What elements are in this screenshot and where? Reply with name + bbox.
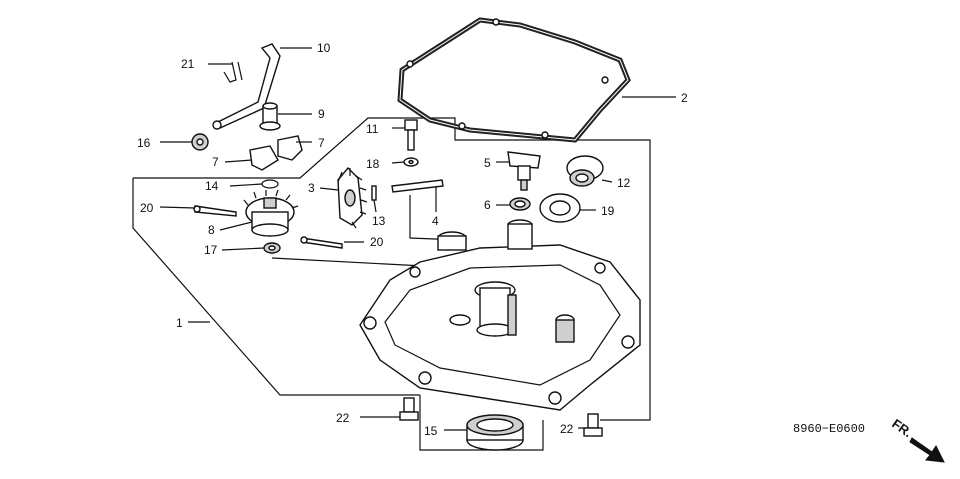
- callout-7a: 7: [318, 136, 325, 150]
- callout-18: 18: [366, 157, 380, 171]
- o-ring-part-14: [261, 179, 279, 189]
- bolt-part-11: [404, 119, 418, 151]
- gear-part-3: [337, 166, 368, 229]
- bolt-part-22a: [399, 397, 419, 421]
- callout-14: 14: [205, 179, 219, 193]
- clip-part-21: [223, 61, 243, 83]
- callout-16: 16: [137, 136, 151, 150]
- washer-part-17: [263, 242, 281, 254]
- gasket-part-2: [397, 17, 631, 143]
- callout-11: 11: [366, 122, 379, 136]
- callout-9: 9: [318, 107, 325, 121]
- callout-5: 5: [484, 156, 491, 170]
- cotter-pin-part-20a: [193, 205, 237, 217]
- bolt-part-22b: [583, 413, 603, 437]
- callout-8: 8: [208, 223, 215, 237]
- front-marker-label: FR.: [889, 416, 915, 440]
- crankcase-cover-part-1: [359, 219, 641, 411]
- callout-20b: 20: [370, 235, 384, 249]
- callout-12: 12: [617, 176, 631, 190]
- washer-part-18: [403, 157, 419, 167]
- callout-22b: 22: [560, 422, 574, 436]
- diagram-code: 8960−E0600: [793, 422, 865, 436]
- seal-part-19: [539, 193, 581, 223]
- group-bracket-lines: [132, 117, 651, 451]
- leader-lines: [159, 47, 676, 431]
- cotter-pin-part-20b: [300, 236, 343, 249]
- callout-7b: 7: [212, 155, 219, 169]
- cap-part-9: [259, 102, 281, 131]
- washer-part-16: [191, 133, 209, 151]
- callout-1: 1: [176, 316, 183, 330]
- callout-15: 15: [424, 424, 438, 438]
- callout-21: 21: [181, 57, 195, 71]
- callout-13: 13: [372, 214, 386, 228]
- callout-labels: 10 21 9 16 7 7 14 3 20 8 17 20 13 11 18 …: [137, 41, 688, 438]
- callout-10: 10: [317, 41, 331, 55]
- callout-19: 19: [601, 204, 615, 218]
- pin-part-13: [371, 185, 377, 201]
- callout-6: 6: [484, 198, 491, 212]
- callout-2: 2: [681, 91, 688, 105]
- callout-22a: 22: [336, 411, 350, 425]
- callout-20a: 20: [140, 201, 154, 215]
- oil-seal-part-15: [466, 414, 524, 451]
- front-direction-marker: FR.: [889, 416, 945, 463]
- switch-part-5: [507, 151, 541, 191]
- callout-3: 3: [308, 181, 315, 195]
- callout-4: 4: [432, 214, 439, 228]
- shaft-part-4: [391, 179, 444, 193]
- o-ring-part-6: [509, 197, 531, 211]
- bracket-part-7: [249, 135, 303, 171]
- callout-17: 17: [204, 243, 218, 257]
- plug-part-12: [566, 155, 604, 187]
- front-arrow-icon: [909, 437, 945, 463]
- gear-assembly-part-8: [243, 189, 299, 237]
